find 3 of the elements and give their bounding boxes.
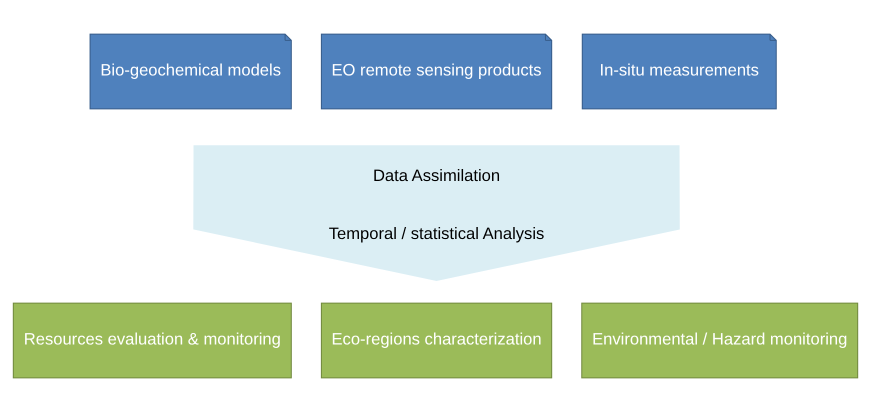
node-box: Resources evaluation & monitoring [12, 302, 292, 378]
node-box: Environmental / Hazard monitoring [581, 302, 858, 378]
node-box: Eco-regions characterization [320, 302, 552, 378]
